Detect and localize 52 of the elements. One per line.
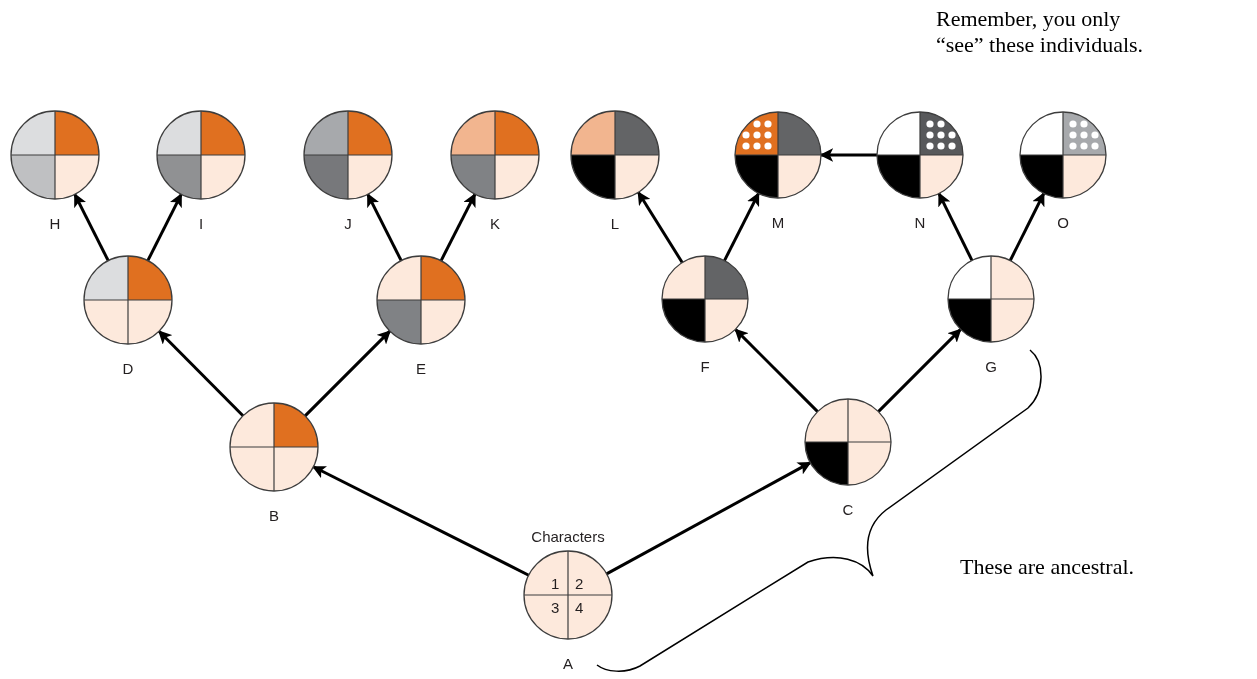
arrow (366, 193, 403, 262)
trait-circle (229, 402, 319, 492)
node-letter: O (1056, 214, 1070, 232)
arrow (605, 461, 812, 576)
node-letter: B (268, 507, 280, 525)
trait-circle (661, 255, 749, 343)
arrow (937, 192, 974, 262)
arrow (312, 465, 530, 577)
arrow (146, 193, 183, 262)
node-letter: J (343, 215, 353, 233)
trait-circle (376, 255, 466, 345)
character-circle (523, 528, 613, 640)
character-number: 1 (551, 576, 560, 592)
character-number: 3 (551, 600, 560, 616)
trait-circle (156, 110, 246, 200)
character-number: 4 (575, 600, 584, 616)
node-letter: D (121, 360, 135, 378)
arrow (734, 328, 819, 413)
node-letter: N (913, 214, 927, 232)
arrow (157, 330, 245, 417)
arrow (1008, 192, 1046, 262)
node-letter: K (489, 215, 501, 233)
node-letter: L (609, 215, 621, 233)
arrow (723, 192, 760, 262)
trait-circle (303, 110, 393, 200)
trait-circle (450, 110, 540, 200)
trait-circle (876, 111, 964, 199)
node-letter: C (841, 501, 855, 519)
node-letter: G (984, 358, 998, 376)
trait-circle (804, 398, 892, 486)
heading: Characters (530, 528, 606, 546)
trait-circle (570, 110, 660, 200)
character-number: 2 (575, 576, 584, 592)
arrow (304, 330, 391, 417)
annotation-text: Remember, you only “see” these individuals. (936, 6, 1145, 58)
trait-circle (83, 255, 173, 345)
node-letter: A (562, 655, 574, 673)
arrow (819, 148, 877, 162)
node-letter: E (415, 360, 427, 378)
arrow (877, 328, 962, 413)
node-letter: M (770, 214, 786, 232)
trait-circle (1019, 111, 1107, 199)
node-letter: F (699, 358, 711, 376)
trait-circle (10, 110, 100, 200)
arrow (439, 193, 477, 262)
node-letter: I (197, 215, 205, 233)
trait-circle (734, 111, 822, 199)
node-letter: H (48, 215, 62, 233)
annotation-text: These are ancestral. (960, 554, 1136, 580)
arrow (73, 193, 110, 262)
arrow (637, 191, 684, 264)
trait-circle (947, 255, 1035, 343)
